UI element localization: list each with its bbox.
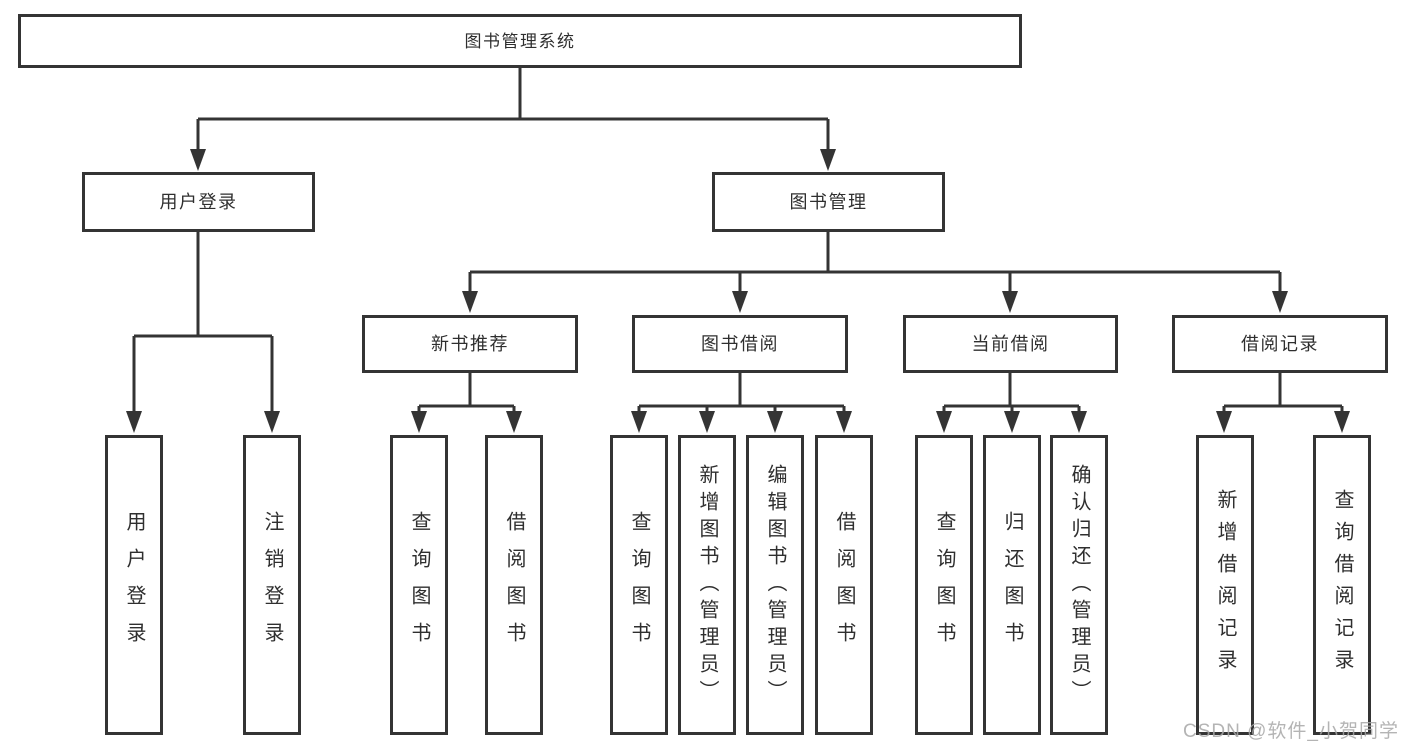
arrowhead-down: [767, 411, 783, 433]
leaf-edit-book-admin: 编辑图书（管理员）: [746, 435, 804, 735]
arrowhead-down: [1272, 291, 1288, 313]
arrowhead-down: [820, 149, 836, 171]
arrowhead-down: [190, 149, 206, 171]
arrowhead-down: [411, 411, 427, 433]
node-root-system: 图书管理系统: [18, 14, 1022, 68]
leaf-query-books-current: 查询图书: [915, 435, 973, 735]
watermark: CSDN @软件_小贺同学: [1183, 721, 1399, 742]
arrowhead-down: [462, 291, 478, 313]
connector-new-book-group: [411, 373, 522, 433]
leaf-return-books: 归还图书: [983, 435, 1041, 735]
leaf-borrow-books-recommend: 借阅图书: [485, 435, 543, 735]
arrowhead-down: [1002, 291, 1018, 313]
connector-book-borrow-group: [631, 373, 852, 433]
arrowhead-down: [936, 411, 952, 433]
leaf-borrow-books: 借阅图书: [815, 435, 873, 735]
leaf-query-borrow-record: 查询借阅记录: [1313, 435, 1371, 735]
connector-current-borrow-group: [936, 373, 1087, 433]
connector-borrow-record-group: [1216, 373, 1350, 433]
leaf-confirm-return-admin: 确认归还（管理员）: [1050, 435, 1108, 735]
leaf-add-book-admin: 新增图书（管理员）: [678, 435, 736, 735]
leaf-query-books-borrow: 查询图书: [610, 435, 668, 735]
node-new-book-recommend: 新书推荐: [362, 315, 578, 373]
connector-book-mgmt-to-level3: [462, 232, 1288, 313]
leaf-query-books-recommend: 查询图书: [390, 435, 448, 735]
arrowhead-down: [1334, 411, 1350, 433]
arrowhead-down: [264, 411, 280, 433]
connector-root-to-level2: [190, 68, 836, 171]
arrowhead-down: [1004, 411, 1020, 433]
arrowhead-down: [1071, 411, 1087, 433]
arrowhead-down: [506, 411, 522, 433]
leaf-logout: 注销登录: [243, 435, 301, 735]
arrowhead-down: [1216, 411, 1232, 433]
arrowhead-down: [631, 411, 647, 433]
node-user-login: 用户登录: [82, 172, 315, 232]
leaf-user-login: 用户登录: [105, 435, 163, 735]
arrowhead-down: [732, 291, 748, 313]
node-book-management: 图书管理: [712, 172, 945, 232]
connector-user-login-group: [126, 232, 280, 433]
arrowhead-down: [126, 411, 142, 433]
arrowhead-down: [836, 411, 852, 433]
arrowhead-down: [699, 411, 715, 433]
node-book-borrow: 图书借阅: [632, 315, 848, 373]
leaf-add-borrow-record: 新增借阅记录: [1196, 435, 1254, 735]
node-borrow-record: 借阅记录: [1172, 315, 1388, 373]
node-current-borrow: 当前借阅: [903, 315, 1118, 373]
